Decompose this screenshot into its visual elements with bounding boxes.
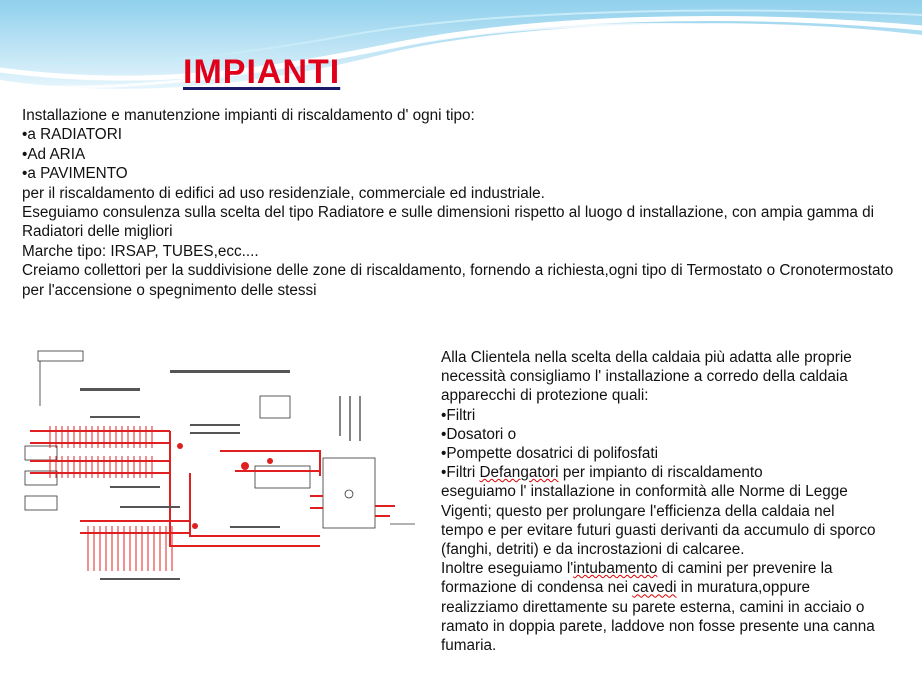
intro-line: Eseguiamo consulenza sulla scelta del ti…	[22, 204, 875, 241]
intro-line: Creiamo collettori per la suddivisione d…	[22, 262, 894, 299]
text-line: (fanghi, detriti) e da incrostazioni di …	[441, 541, 745, 559]
header-wave-decoration	[0, 0, 922, 89]
text-line: Inoltre eseguiamo l'intubamento di camin…	[441, 559, 911, 578]
text-line: tempo e per evitare futuri guasti deriva…	[441, 521, 876, 539]
text-span: Defangatori	[479, 464, 559, 482]
heating-system-diagram	[20, 346, 420, 601]
text-line: fumaria.	[441, 637, 497, 655]
text-line: realizziamo direttamente su parete ester…	[441, 598, 865, 616]
intro-line: Marche tipo: IRSAP, TUBES,ecc....	[22, 242, 259, 260]
intro-text: Installazione e manutenzione impianti di…	[22, 106, 902, 300]
bullet-defangatori: •Filtri Defangatori per impianto di risc…	[441, 463, 911, 482]
text-line: ramato in doppia parete, laddove non fos…	[441, 617, 875, 635]
intro-line: Installazione e manutenzione impianti di…	[22, 107, 475, 124]
text-span: per impianto di riscaldamento	[558, 464, 763, 482]
text-span: intubamento	[573, 560, 658, 578]
text-line: eseguiamo l' installazione in conformità…	[441, 483, 848, 501]
text-line: Alla Clientela nella scelta della caldai…	[441, 349, 852, 366]
text-line: Vigenti; questo per prolungare l'efficie…	[441, 502, 835, 520]
text-span: formazione di condensa nei	[441, 579, 633, 597]
boiler-description: Alla Clientela nella scelta della caldai…	[441, 348, 911, 655]
bullet-filtri: •Filtri	[441, 406, 476, 424]
text-span: •Filtri	[441, 464, 480, 482]
text-span: cavedi	[632, 579, 677, 597]
bullet-aria: •Ad ARIA	[22, 145, 86, 163]
text-line: formazione di condensa nei cavedi in mur…	[441, 578, 911, 597]
intro-line: per il riscaldamento di edifici ad uso r…	[22, 184, 545, 202]
text-line: apparecchi di protezione quali:	[441, 387, 649, 405]
text-line: necessità consigliamo l' installazione a…	[441, 368, 848, 386]
bullet-dosatori: •Dosatori o	[441, 425, 517, 443]
page-title: IMPIANTI	[183, 53, 341, 91]
text-span: Inoltre eseguiamo l'	[441, 560, 574, 578]
bullet-pompette: •Pompette dosatrici di polifosfati	[441, 445, 659, 463]
text-span: di camini per prevenire la	[657, 560, 833, 578]
bullet-pavimento: •a PAVIMENTO	[22, 165, 128, 183]
bullet-radiatori: •a RADIATORI	[22, 126, 122, 144]
text-span: in muratura,oppure	[676, 579, 811, 597]
